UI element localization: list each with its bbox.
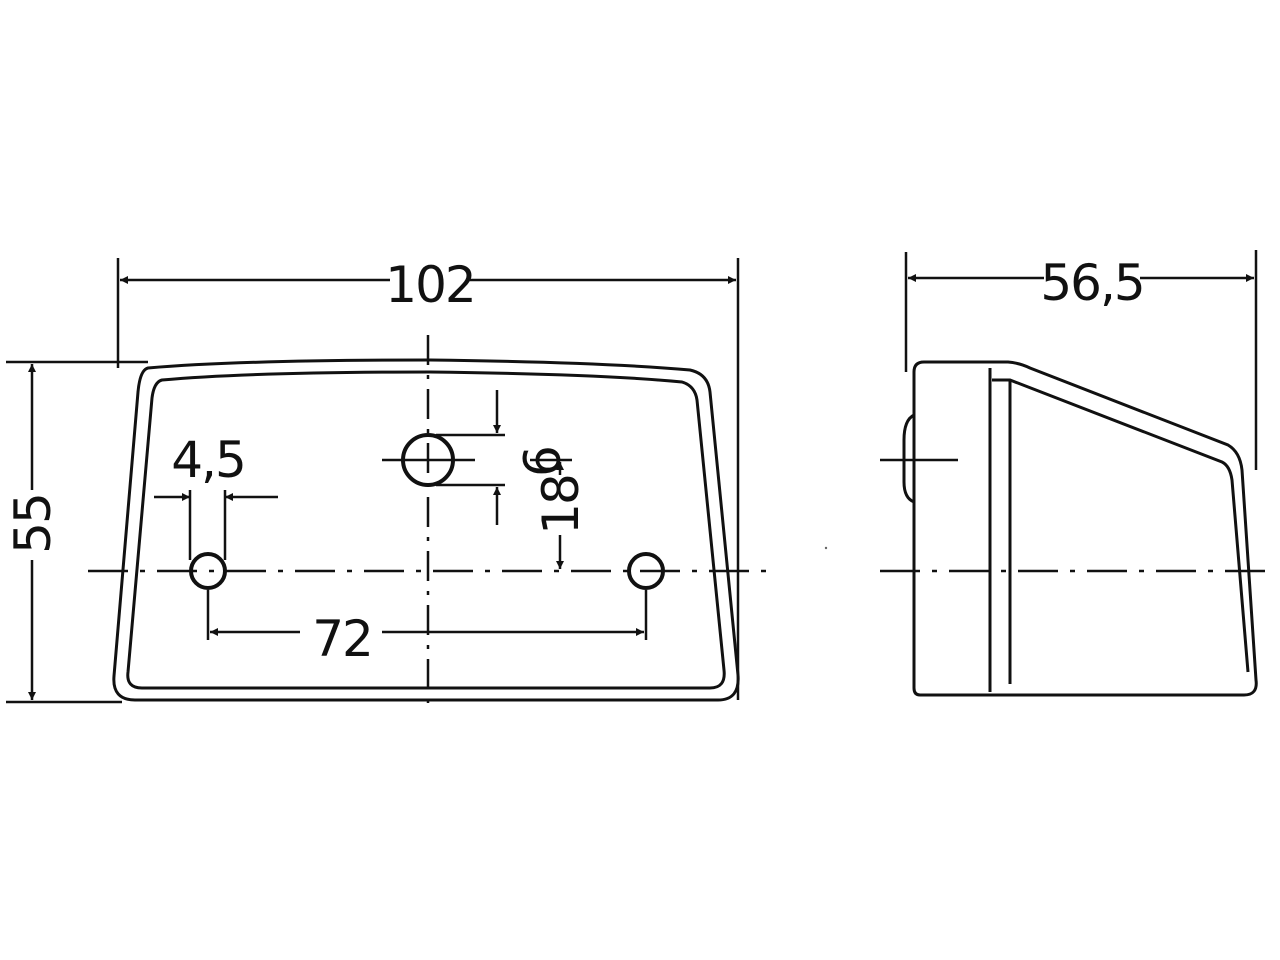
side-inner-slope — [992, 378, 1250, 673]
dim-label-102: 102 — [385, 256, 474, 314]
dimension-4-5: 4,5 — [154, 431, 278, 560]
stray-dot — [824, 546, 828, 550]
dim-label-18: 18 — [532, 475, 590, 535]
dim-label-72: 72 — [312, 610, 372, 668]
dimension-56-5: 56,5 — [904, 250, 1258, 470]
mounting-hole-right — [627, 552, 665, 590]
side-view — [880, 360, 1275, 697]
center-hole — [401, 433, 455, 487]
dim-label-4-5: 4,5 — [171, 431, 245, 489]
dimension-55: 55 — [4, 360, 148, 704]
front-inner-outline — [126, 370, 726, 690]
front-view — [88, 335, 770, 712]
dim-label-56-5: 56,5 — [1040, 254, 1143, 312]
side-outer-outline — [912, 360, 1258, 697]
dimension-72: 72 — [206, 590, 648, 668]
dim-label-55: 55 — [4, 494, 62, 554]
dimension-18: 18 — [530, 458, 590, 569]
dimension-102: 102 — [116, 256, 740, 700]
front-outer-outline — [112, 358, 740, 702]
mounting-hole-left — [189, 552, 227, 590]
